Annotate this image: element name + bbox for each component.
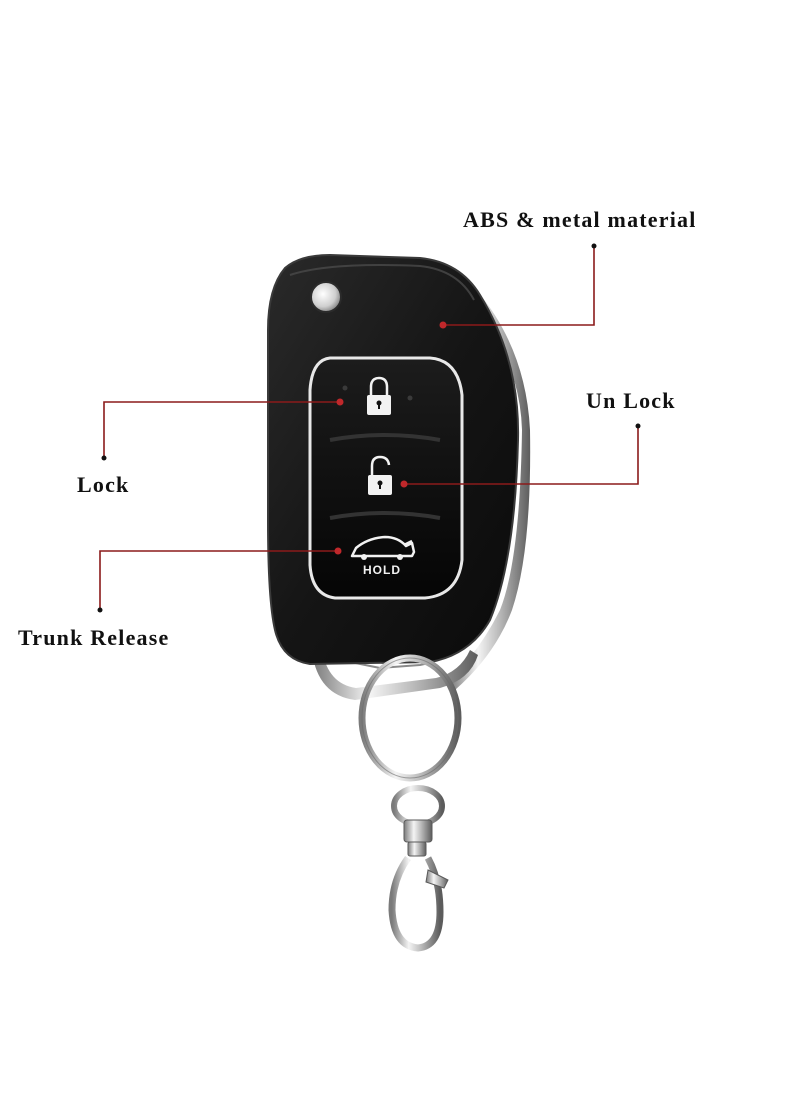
callout-dots	[97, 243, 641, 613]
unlock-label: Un Lock	[586, 388, 676, 413]
unlock-end-dot	[635, 423, 641, 429]
unlock-icon	[368, 455, 392, 495]
abs-material-label: ABS & metal material	[463, 207, 697, 232]
swivel-clasp	[388, 785, 449, 952]
split-ring	[358, 654, 462, 782]
lock-label: Lock	[77, 472, 130, 497]
trunk-release-label: Trunk Release	[18, 625, 170, 650]
hold-label: HOLD	[363, 563, 401, 577]
abs-leader-line	[443, 246, 595, 326]
lock-leader-line	[103, 401, 340, 458]
abs-end-dot	[591, 243, 597, 249]
trunk-end-dot	[97, 607, 103, 613]
keyring-hole	[310, 281, 342, 313]
lock-marker-dot	[336, 398, 344, 406]
unlock-leader-line	[404, 426, 639, 485]
callout-lines	[99, 246, 639, 610]
trunk-marker-dot	[334, 547, 342, 555]
trunk-leader-line	[99, 550, 338, 610]
abs-marker-dot	[439, 321, 447, 329]
lock-end-dot	[101, 455, 107, 461]
car-trunk-icon	[350, 535, 416, 560]
lock-icon	[367, 376, 391, 415]
unlock-marker-dot	[400, 480, 408, 488]
